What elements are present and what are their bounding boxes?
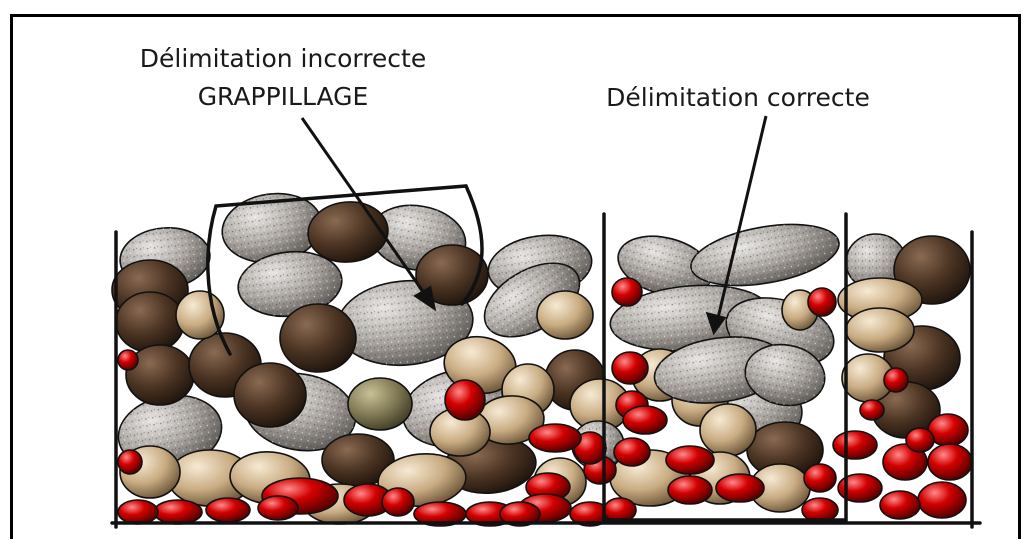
- red-bead: [666, 446, 714, 474]
- tan-pebble: [176, 291, 224, 339]
- red-bead: [668, 476, 712, 504]
- red-bead: [880, 491, 920, 519]
- red-bead: [612, 352, 648, 384]
- olive-pebble: [348, 378, 412, 430]
- tan-pebble: [537, 291, 593, 339]
- red-bead: [833, 431, 877, 459]
- pebble-pile: [112, 187, 972, 526]
- red-bead: [716, 474, 764, 502]
- red-bead: [258, 496, 298, 520]
- red-bead: [382, 488, 414, 516]
- red-bead: [612, 278, 642, 306]
- tan-pebble: [700, 404, 756, 456]
- dark-pebble: [116, 292, 184, 352]
- red-bead: [884, 368, 908, 392]
- dark-pebble: [234, 363, 306, 427]
- red-bead: [154, 500, 202, 524]
- correct-arrow-line: [718, 116, 766, 318]
- red-bead: [804, 464, 836, 492]
- red-bead: [860, 400, 884, 420]
- tan-pebble: [846, 308, 914, 352]
- dark-pebble: [280, 304, 356, 372]
- red-bead: [928, 444, 972, 480]
- red-bead: [808, 288, 836, 316]
- red-bead: [206, 498, 250, 522]
- red-bead: [118, 350, 138, 370]
- red-bead: [906, 428, 934, 452]
- red-bead: [445, 380, 485, 420]
- red-bead: [918, 482, 966, 518]
- red-bead: [529, 424, 581, 452]
- red-bead: [614, 438, 650, 466]
- red-bead: [118, 500, 158, 524]
- red-bead: [623, 406, 667, 434]
- red-bead: [118, 450, 142, 474]
